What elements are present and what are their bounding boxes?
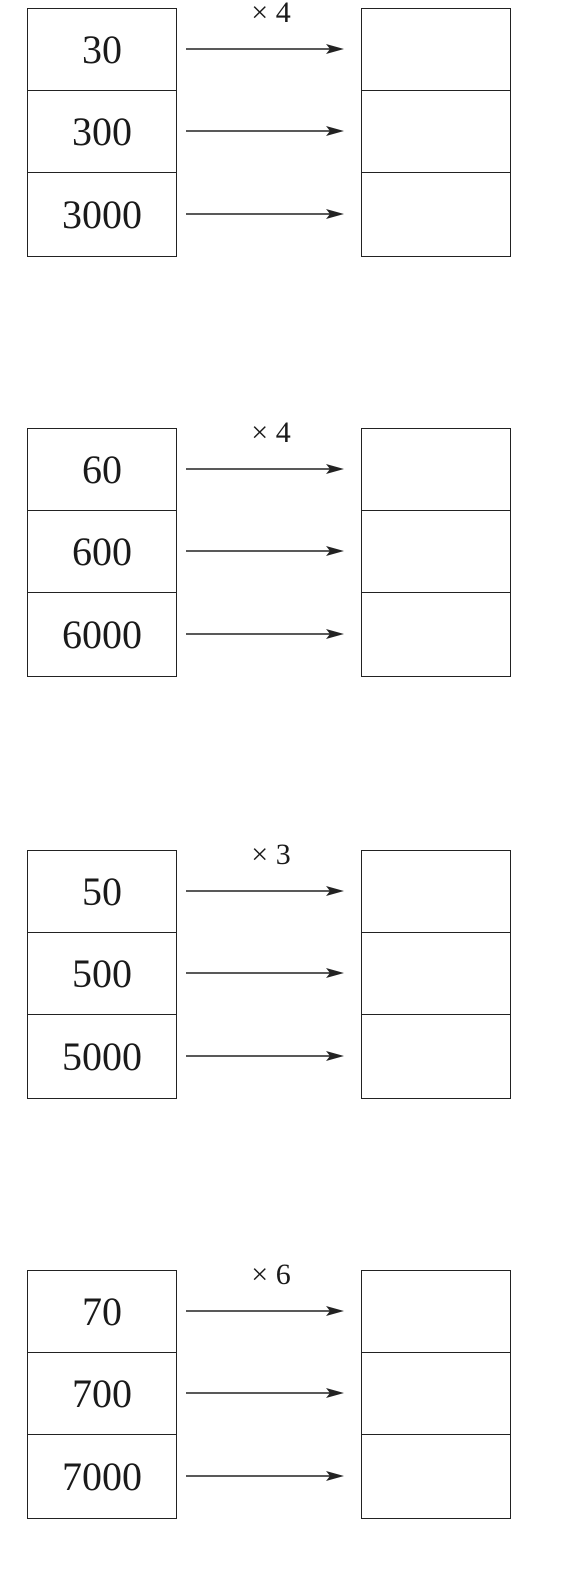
- answer-column: [361, 8, 511, 257]
- answer-cell[interactable]: [362, 1271, 510, 1353]
- answer-cell[interactable]: [362, 429, 510, 511]
- right-arrow-icon: [186, 42, 344, 56]
- answer-column: [361, 850, 511, 1099]
- right-arrow-icon: [186, 124, 344, 138]
- right-arrow-icon: [186, 1049, 344, 1063]
- right-arrow-icon: [186, 884, 344, 898]
- answer-cell[interactable]: [362, 9, 510, 91]
- right-arrow-icon: [186, 966, 344, 980]
- right-arrow-icon: [186, 1304, 344, 1318]
- right-arrow-icon: [186, 462, 344, 476]
- input-column: 60 600 6000: [27, 428, 177, 677]
- input-cell: 30: [28, 9, 176, 91]
- right-arrow-icon: [186, 544, 344, 558]
- input-cell: 500: [28, 933, 176, 1015]
- input-cell: 5000: [62, 1033, 142, 1079]
- input-column: 70 700 7000: [27, 1270, 177, 1519]
- answer-cell[interactable]: [362, 851, 510, 933]
- input-cell: 600: [28, 511, 176, 593]
- multiplication-group-2: × 4 60 600 6000: [0, 418, 564, 678]
- multiplier-label: × 4: [251, 0, 291, 29]
- input-cell: 700: [28, 1353, 176, 1435]
- input-cell: 50: [28, 851, 176, 933]
- answer-cell[interactable]: [362, 593, 510, 676]
- input-cell: 60: [28, 429, 176, 511]
- input-cell: 6000: [62, 611, 142, 657]
- multiplication-group-4: × 6 70 700 7000: [0, 1260, 564, 1520]
- right-arrow-icon: [186, 1469, 344, 1483]
- answer-cell[interactable]: [362, 91, 510, 173]
- input-cell: 70: [28, 1271, 176, 1353]
- answer-cell[interactable]: [362, 511, 510, 593]
- multiplier-label: × 3: [251, 838, 291, 871]
- right-arrow-icon: [186, 1386, 344, 1400]
- input-cell: 3000: [62, 191, 142, 237]
- input-cell: 300: [28, 91, 176, 173]
- right-arrow-icon: [186, 207, 344, 221]
- answer-column: [361, 1270, 511, 1519]
- multiplier-label: × 4: [251, 416, 291, 449]
- answer-cell[interactable]: [362, 1353, 510, 1435]
- multiplication-group-3: × 3 50 500 5000: [0, 840, 564, 1100]
- answer-cell[interactable]: [362, 1015, 510, 1098]
- multiplication-group-1: × 4 30 300 3000: [0, 0, 564, 258]
- multiplier-label: × 6: [251, 1258, 291, 1291]
- answer-cell[interactable]: [362, 173, 510, 256]
- input-column: 30 300 3000: [27, 8, 177, 257]
- right-arrow-icon: [186, 627, 344, 641]
- answer-column: [361, 428, 511, 677]
- input-column: 50 500 5000: [27, 850, 177, 1099]
- answer-cell[interactable]: [362, 1435, 510, 1518]
- input-cell: 7000: [62, 1453, 142, 1499]
- answer-cell[interactable]: [362, 933, 510, 1015]
